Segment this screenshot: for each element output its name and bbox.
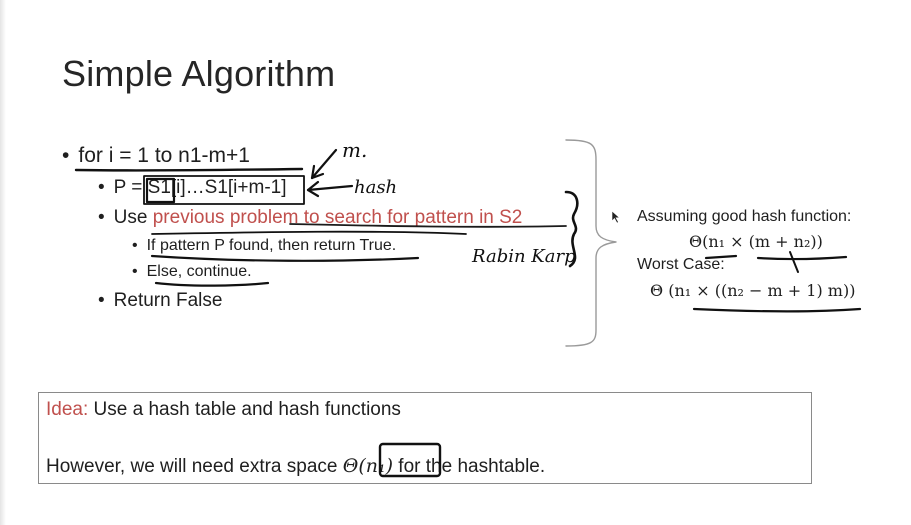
worst-case-complexity: Θ (n₁ × ((n₂ − m + 1) m)) <box>650 281 856 300</box>
underline-use-previous <box>151 230 467 235</box>
bullet-dot: • <box>98 207 105 228</box>
handwritten-m: m. <box>342 138 367 162</box>
idea-text: Use a hash table and hash functions <box>93 399 401 420</box>
extra-space-suffix: for the hashtable. <box>393 456 546 477</box>
underline-if-found <box>150 254 420 262</box>
bullet-dot: • <box>132 263 138 280</box>
extra-space-math: Θ(n₁) <box>342 455 394 477</box>
use-prefix: Use <box>113 207 153 228</box>
large-brace <box>565 139 617 347</box>
bullet-for-loop: • for i = 1 to n1-m+1 <box>62 144 250 168</box>
bullet-use-previous: • Use previous problem to search for patt… <box>98 207 522 229</box>
arrow-to-m <box>310 148 338 180</box>
worst-case-label: Worst Case: <box>637 256 725 273</box>
good-case-complexity: Θ(n₁ × (m + n₂)) <box>689 232 823 251</box>
for-loop-text: for i = 1 to n1-m+1 <box>78 144 250 167</box>
else-continue-text: Else, continue. <box>146 263 252 280</box>
underline-worst-case <box>692 307 862 313</box>
return-false-text: Return False <box>113 290 223 311</box>
underline-for-loop <box>74 167 304 172</box>
bullet-dot: • <box>132 237 138 254</box>
underline-else-continue <box>154 281 270 287</box>
bullet-dot: • <box>98 177 105 198</box>
mouse-cursor-icon <box>611 210 621 224</box>
idea-line-2: However, we will need extra space Θ(n₁) … <box>46 455 545 478</box>
bullet-if-found: • If pattern P found, then return True. <box>132 237 396 255</box>
bullet-return-false: • Return False <box>98 290 222 312</box>
p-assign-value: S1[i]…S1[i+m-1] <box>147 177 287 198</box>
arrow-from-hash <box>306 184 354 192</box>
slide-left-edge-shadow <box>0 0 6 525</box>
bullet-dot: • <box>98 290 105 311</box>
idea-label: Idea: <box>46 399 89 420</box>
bullet-dot: • <box>62 144 70 167</box>
bullet-else-continue: • Else, continue. <box>132 263 252 281</box>
assumption-text: Assuming good hash function: <box>637 208 852 225</box>
idea-line-1: Idea: Use a hash table and hash function… <box>46 399 401 421</box>
brace-rabin-karp <box>564 190 579 268</box>
handwritten-rabin-karp: Rabin Karp <box>471 246 576 267</box>
slide-title: Simple Algorithm <box>62 53 336 94</box>
use-previous-problem-text: previous problem to search for pattern i… <box>152 207 523 228</box>
if-found-text: If pattern P found, then return True. <box>146 237 397 254</box>
handwritten-hash: hash <box>354 177 397 198</box>
extra-space-prefix: However, we will need extra space <box>46 456 343 477</box>
bullet-p-assign: • P = S1[i]…S1[i+m-1] <box>98 177 287 199</box>
idea-box: Idea: Use a hash table and hash function… <box>38 392 812 484</box>
p-assign-prefix: P = <box>113 177 148 198</box>
